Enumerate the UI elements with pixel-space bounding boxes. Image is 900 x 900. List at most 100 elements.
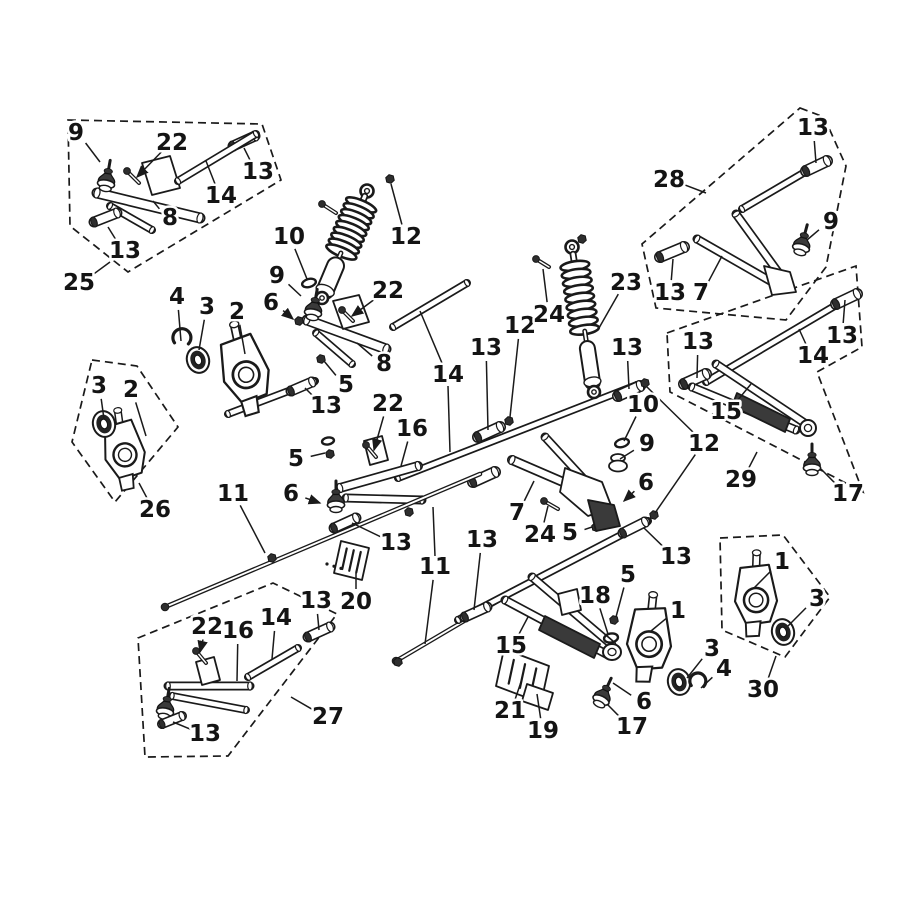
leader-line-13 bbox=[485, 360, 489, 431]
part-label-3: 3 bbox=[704, 636, 720, 662]
leader-line-22 bbox=[135, 151, 162, 179]
part-label-9: 9 bbox=[269, 263, 285, 289]
leader-line-3 bbox=[787, 607, 807, 627]
part-poly bbox=[763, 265, 797, 296]
part-label-11: 11 bbox=[419, 554, 451, 580]
bushing-13 bbox=[654, 241, 690, 263]
leader-line-17 bbox=[820, 468, 838, 486]
part-label-5: 5 bbox=[620, 562, 636, 588]
part-label-27: 27 bbox=[312, 704, 344, 730]
leader-line-4 bbox=[177, 309, 182, 342]
part-label-13: 13 bbox=[470, 335, 502, 361]
leader-line-27 bbox=[290, 696, 316, 712]
leader-line-13 bbox=[243, 147, 252, 162]
leader-line-8 bbox=[356, 342, 373, 357]
part-label-30: 30 bbox=[747, 677, 779, 703]
part-label-26: 26 bbox=[139, 497, 171, 523]
part-ellr bbox=[799, 419, 817, 437]
leader-line-22 bbox=[372, 416, 385, 452]
group-box-25 bbox=[67, 119, 283, 274]
leader-line-23 bbox=[598, 293, 619, 329]
part-label-13: 13 bbox=[660, 544, 692, 570]
leader-line-13 bbox=[351, 522, 383, 539]
shock-absorber-23 bbox=[559, 239, 602, 400]
part-label-13: 13 bbox=[380, 530, 412, 556]
leader-line-12 bbox=[509, 338, 520, 418]
nut-6 bbox=[294, 316, 304, 326]
part-bolt bbox=[123, 167, 141, 185]
part-label-17: 17 bbox=[832, 481, 864, 507]
snap-ring-4 bbox=[171, 327, 193, 346]
bushing-13 bbox=[800, 155, 833, 177]
part-rod bbox=[738, 168, 809, 213]
leader-line-15 bbox=[517, 616, 529, 636]
part-tube bbox=[312, 329, 356, 368]
bushing-13 bbox=[157, 711, 187, 729]
leader-line-13 bbox=[304, 387, 316, 399]
part-label-14: 14 bbox=[432, 362, 464, 388]
shock-bracket bbox=[332, 294, 370, 330]
ball-joint-9 bbox=[303, 287, 323, 322]
part-nut bbox=[393, 657, 403, 667]
leader-line-13 bbox=[813, 140, 817, 164]
part-label-13: 13 bbox=[682, 329, 714, 355]
part-nut bbox=[577, 234, 587, 244]
leader-line-13 bbox=[670, 258, 674, 281]
bushing-13 bbox=[617, 516, 651, 539]
part-label-25: 25 bbox=[63, 270, 95, 296]
part-label-14: 14 bbox=[797, 343, 829, 369]
part-label-13: 13 bbox=[797, 115, 829, 141]
part-label-19: 19 bbox=[527, 718, 559, 744]
nut-5 bbox=[609, 615, 619, 625]
part-label-2: 2 bbox=[123, 377, 139, 403]
bolt-24 bbox=[540, 497, 560, 511]
part-label-13: 13 bbox=[310, 393, 342, 419]
part-label-9: 9 bbox=[823, 209, 839, 235]
leader-line-2 bbox=[239, 324, 246, 355]
bolt-24 bbox=[532, 255, 551, 269]
leader-line-14 bbox=[798, 328, 807, 345]
part-nut bbox=[404, 507, 414, 517]
part-label-8: 8 bbox=[162, 205, 178, 231]
bearing-3 bbox=[91, 410, 117, 438]
nut-12 bbox=[640, 378, 650, 388]
nut-5 bbox=[316, 354, 326, 364]
leader-line-11 bbox=[424, 579, 434, 645]
part-label-13: 13 bbox=[300, 588, 332, 614]
part-label-7: 7 bbox=[509, 500, 525, 526]
group-box-28 bbox=[641, 107, 847, 321]
guard-plate-20 bbox=[333, 540, 370, 581]
nut-12 bbox=[504, 416, 514, 426]
bushing-13 bbox=[472, 421, 506, 443]
pivot-bolt-11 bbox=[160, 471, 483, 612]
bearing-3 bbox=[185, 346, 211, 374]
leader-line-10 bbox=[623, 416, 637, 442]
leader-line-26 bbox=[138, 482, 149, 500]
leader-line-18 bbox=[599, 608, 609, 635]
group-box-29 bbox=[666, 264, 865, 494]
leader-line-3 bbox=[100, 398, 105, 420]
bushing-13 bbox=[88, 207, 123, 228]
part-poly bbox=[557, 588, 582, 616]
bushing-13 bbox=[302, 621, 336, 643]
part-tube bbox=[692, 234, 777, 287]
leader-line-6 bbox=[281, 307, 295, 320]
group-parts bbox=[88, 130, 863, 729]
part-poly bbox=[538, 615, 601, 659]
leader-line-16 bbox=[400, 441, 409, 467]
leader-line-7 bbox=[707, 255, 723, 283]
part-label-1: 1 bbox=[670, 598, 686, 624]
leader-line-25 bbox=[90, 261, 111, 277]
part-label-7: 7 bbox=[693, 280, 709, 306]
nut-12 bbox=[385, 174, 395, 184]
leader-line-24 bbox=[543, 505, 549, 523]
part-label-8: 8 bbox=[376, 351, 392, 377]
ball-joint-9 bbox=[96, 158, 116, 193]
bracket-22 bbox=[195, 656, 221, 686]
part-label-16: 16 bbox=[396, 416, 428, 442]
leader-line-13 bbox=[107, 226, 117, 241]
group-box-30 bbox=[719, 534, 832, 659]
part-poly bbox=[731, 392, 791, 433]
part-poly bbox=[587, 499, 621, 532]
